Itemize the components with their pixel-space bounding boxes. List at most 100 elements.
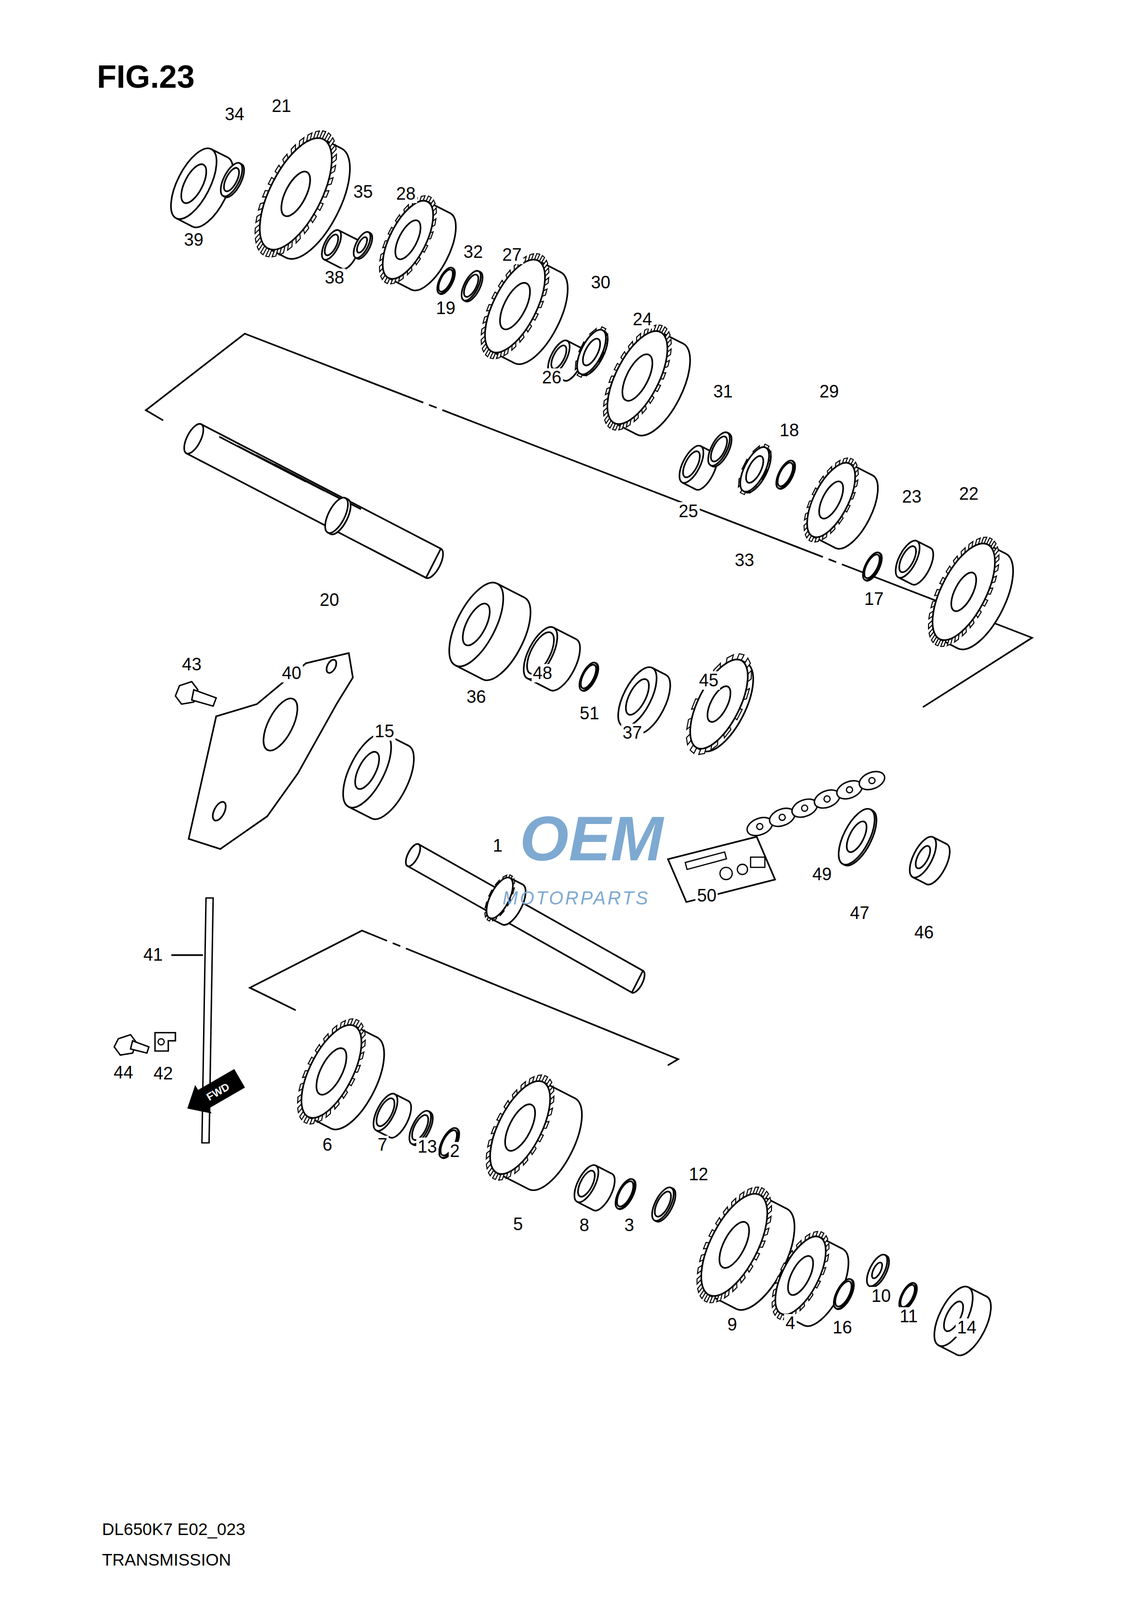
washer: [707, 434, 731, 464]
chain-joint-pin: [685, 851, 727, 870]
leader-line: [171, 954, 204, 956]
washer: [220, 165, 243, 194]
circlip: [859, 549, 885, 583]
callout-number: 34: [223, 105, 246, 124]
callout-number: 32: [461, 242, 485, 262]
gear: [708, 1294, 737, 1309]
bearing: [438, 574, 515, 675]
callout-number: 18: [778, 421, 801, 440]
callout-number: 9: [725, 1315, 739, 1334]
bushing: [324, 259, 343, 269]
bearing-retainer-plate: [256, 693, 305, 756]
callout-number: 43: [180, 655, 204, 674]
bushing: [577, 1201, 594, 1211]
callout-number: 16: [831, 1318, 854, 1337]
gear: [919, 534, 1008, 650]
bolt: [130, 1040, 149, 1053]
bushing: [321, 232, 341, 258]
callout-number: 10: [869, 1286, 893, 1305]
callout-number: 50: [695, 886, 718, 905]
shaft-collar: [320, 494, 353, 537]
washer: [869, 1260, 885, 1280]
callout-number: 44: [112, 1063, 135, 1082]
bearing: [350, 748, 385, 793]
bearing: [161, 141, 226, 226]
gear: [753, 1186, 759, 1194]
washer: [216, 159, 247, 200]
callout-number: 14: [955, 1318, 978, 1337]
circlip: [772, 457, 798, 491]
gear: [713, 1217, 755, 1273]
gear: [709, 1295, 716, 1303]
bushing: [674, 441, 709, 487]
callout-number: 35: [351, 182, 375, 202]
gear: [497, 1172, 530, 1189]
forward-arrow: [180, 1065, 247, 1122]
callout-number: 25: [677, 502, 700, 521]
bearing-retainer-plate: [324, 658, 339, 675]
washer: [354, 235, 369, 254]
callout-number: 6: [321, 1135, 334, 1154]
clip: [155, 1032, 176, 1051]
drive-shaft: [180, 421, 208, 457]
circlip: [774, 460, 796, 489]
chain-pin: [846, 786, 853, 793]
nut: [904, 832, 942, 881]
bushing: [548, 343, 570, 371]
callout-number: 11: [897, 1306, 919, 1326]
callout-number: 24: [631, 310, 654, 329]
callout-number: 17: [863, 589, 886, 609]
circlip: [433, 265, 458, 297]
chain-pin: [823, 795, 831, 802]
callout-number: 1: [491, 836, 504, 855]
callout-number: 21: [270, 96, 293, 116]
circlip: [435, 1124, 463, 1161]
sprocket: [678, 650, 760, 757]
callout-number: 26: [540, 368, 564, 387]
callout-number: 5: [511, 1214, 525, 1234]
callout-number: 51: [578, 704, 601, 723]
lock-washer: [742, 453, 767, 486]
chain-joint-part: [720, 866, 733, 880]
gear: [940, 640, 946, 647]
o-ring: [897, 1282, 918, 1309]
callout-number: 4: [784, 1313, 797, 1333]
lock-washer: [842, 818, 871, 855]
clip: [157, 1038, 165, 1045]
callout-number: 2: [448, 1141, 462, 1161]
diagram-code: DL650K7 E02_023: [101, 1519, 246, 1537]
washer: [651, 1188, 675, 1219]
washer: [457, 267, 485, 304]
callout-number: 36: [465, 687, 488, 707]
gear: [493, 278, 536, 334]
callout-number: 47: [848, 903, 871, 923]
callout-number: 30: [589, 273, 613, 292]
circlip: [861, 551, 883, 581]
callout-number: 46: [912, 923, 936, 942]
gear: [289, 1016, 374, 1127]
callout-number: 29: [817, 382, 841, 401]
gear: [687, 1183, 781, 1305]
bearing: [455, 665, 483, 680]
callout-number: 8: [578, 1215, 591, 1235]
gear: [595, 322, 680, 433]
counter-shaft: [402, 841, 424, 869]
watermark: MOTORPARTS: [502, 888, 650, 908]
gear: [245, 127, 347, 260]
callout-number: 40: [280, 663, 303, 683]
gear: [981, 536, 987, 544]
watermark: OEM: [519, 806, 664, 870]
callout-number: 49: [810, 864, 834, 884]
callout-number: 33: [733, 550, 756, 570]
chain-pin: [801, 804, 808, 812]
nut: [912, 843, 933, 871]
callout-number: 7: [376, 1135, 389, 1154]
bushing: [679, 448, 704, 480]
callout-number: 15: [373, 722, 396, 741]
o-ring: [575, 660, 601, 693]
chain-pin: [868, 777, 876, 784]
bearing-retainer-plate: [188, 652, 353, 849]
gear: [310, 1043, 353, 1100]
bushing: [569, 1161, 604, 1206]
bushing: [372, 1095, 398, 1129]
